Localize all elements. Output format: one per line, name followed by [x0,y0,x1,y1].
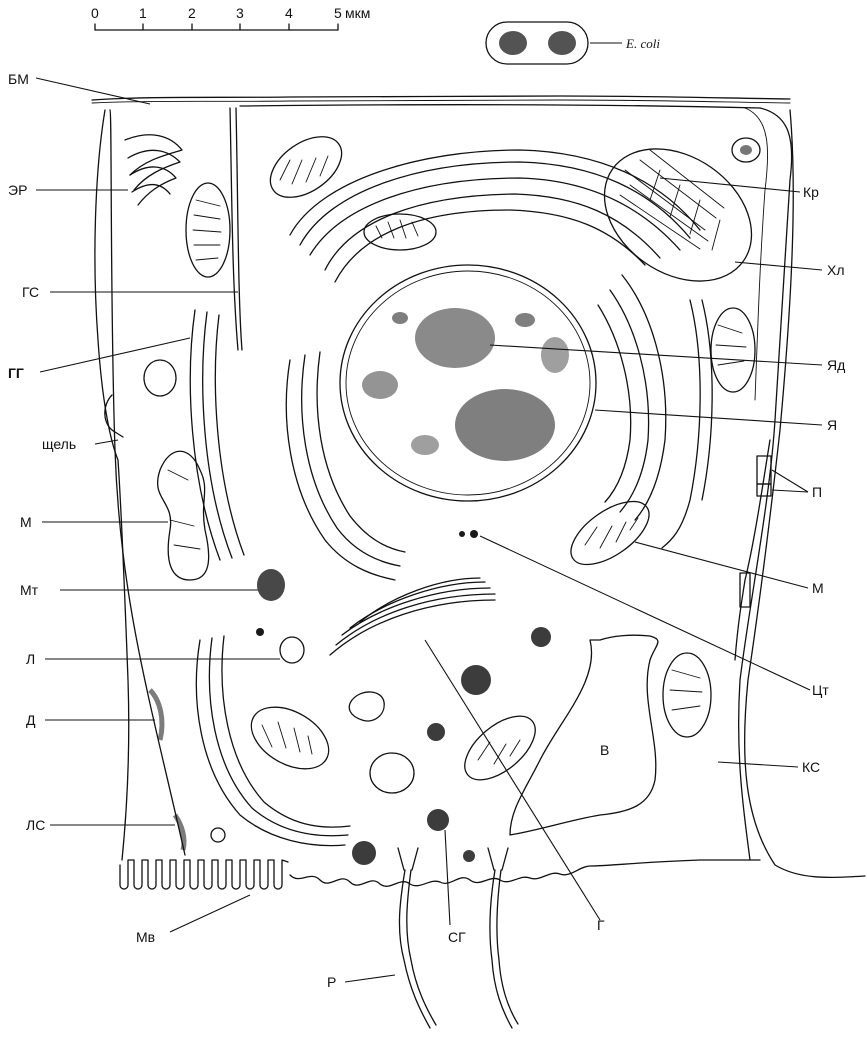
mitochondrion [710,307,756,393]
mitochondrion [464,715,536,781]
mitochondrion [269,136,343,198]
intercellular-space [109,109,186,856]
label-m-right: М [812,580,824,596]
label-d: Д [26,712,36,728]
nucleolus [415,308,495,368]
mitochondrion [369,752,415,794]
label-bm: БМ [8,71,29,87]
plasmodesmata [734,439,772,661]
label-er: ЭР [8,182,27,198]
label-r: Р [327,974,336,990]
golgi-apparatus [329,577,496,656]
label-p: П [812,484,822,500]
granules [210,530,551,865]
scale-tick-3: 3 [236,5,244,21]
label-ts: Цт [812,682,829,698]
cilia [397,847,519,1029]
left-cell-outline [94,109,130,861]
label-e-coli: E. coli [625,36,660,51]
main-cell-outline [239,104,793,861]
e-coli-bacterium: E. coli [485,21,660,65]
scale-tick-0: 0 [91,5,99,21]
endoplasmic-reticulum [124,134,713,847]
label-mt: Мт [20,582,39,598]
mitochondrion [250,706,330,770]
scale-unit: мкм [345,5,370,21]
label-mv: Мв [136,929,155,945]
scale-tick-2: 2 [188,5,196,21]
microvilli [119,859,761,890]
mitochondrion [570,500,650,566]
mitochondrion [185,182,231,278]
label-kr: Кр [803,184,819,200]
basement-membrane [91,95,791,101]
mitochondria [143,136,761,794]
mitochondrion [157,450,210,581]
scale-tick-1: 1 [139,5,147,21]
label-ls: ЛС [26,817,45,833]
label-sg: СГ [448,929,466,945]
label-chl: Хл [827,262,845,278]
leader-lines [35,77,823,983]
nucleus [339,264,597,502]
scale-bar: 0 1 2 3 4 5 мкм [91,5,370,31]
label-ks: КС [802,759,820,775]
label-m-left: М [20,514,32,530]
scale-tick-4: 4 [285,5,293,21]
neighbor-cell-outline [743,109,866,878]
label-g: Г [597,917,605,933]
label-yad: Яд [827,357,845,373]
label-l: Л [26,651,35,667]
chloroplast [603,148,753,282]
label-gg: ГГ [8,365,24,381]
desmosome [148,688,187,851]
label-gs: ГС [22,284,39,300]
label-ya: Я [827,417,837,433]
vacuole [509,634,659,836]
mitochondrion [363,213,437,251]
label-gap: щель [42,436,76,452]
mitochondrion [662,652,712,738]
labels: БМ ЭР ГС ГГ щель М Мт Л Д ЛС Мв Р СГ Г К… [8,71,845,990]
label-v: В [600,742,609,758]
scale-tick-5: 5 [334,5,342,21]
